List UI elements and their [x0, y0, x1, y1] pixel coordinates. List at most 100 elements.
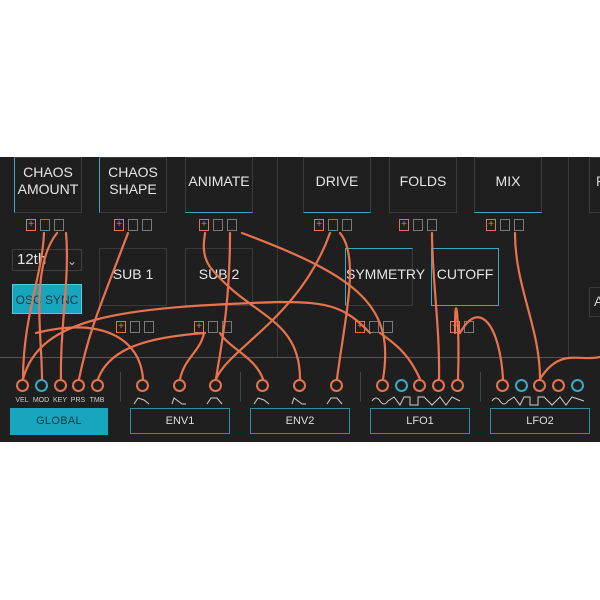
knob-chaos-amount[interactable]: CHAOS AMOUNT: [14, 157, 82, 213]
jack-key[interactable]: [54, 379, 67, 392]
knob-chaos-shape[interactable]: CHAOS SHAPE: [99, 157, 167, 213]
knob-label: CHAOS: [23, 164, 73, 180]
knob-partial-edge[interactable]: A: [589, 287, 600, 317]
mod-slot[interactable]: [342, 219, 352, 231]
mod-slot-add[interactable]: +: [486, 219, 496, 231]
cable-overlay: [21, 231, 600, 406]
env-shape-icon: [206, 397, 223, 405]
jack-env1-b[interactable]: [173, 379, 186, 392]
section-divider: [568, 157, 569, 357]
jack-lfo2-c[interactable]: [533, 379, 546, 392]
dropdown-value: 12th: [17, 251, 47, 268]
jack-lfo1-d[interactable]: [432, 379, 445, 392]
group-divider: [120, 372, 121, 402]
knob-label: ANIMATE: [188, 173, 250, 189]
jack-lfo1-e[interactable]: [451, 379, 464, 392]
knob-label: MIX: [495, 173, 521, 189]
jack-vel[interactable]: [16, 379, 29, 392]
mod-slot[interactable]: [144, 321, 154, 333]
knob-drive[interactable]: DRIVE: [303, 157, 371, 213]
mod-slot[interactable]: [213, 219, 223, 231]
section-divider: [277, 157, 278, 357]
jack-env2-b[interactable]: [293, 379, 306, 392]
knob-label: DRIVE: [315, 173, 359, 189]
jack-mod[interactable]: [35, 379, 48, 392]
edge-label: F: [596, 173, 600, 189]
global-button[interactable]: GLOBAL: [10, 408, 108, 435]
knob-label: SHAPE: [109, 181, 157, 197]
jack-env1-a[interactable]: [136, 379, 149, 392]
mod-slot-add[interactable]: +: [399, 219, 409, 231]
jack-lfo1-b[interactable]: [395, 379, 408, 392]
jack-env2-a[interactable]: [256, 379, 269, 392]
jack-env2-c[interactable]: [330, 379, 343, 392]
group-env1[interactable]: ENV1: [130, 408, 230, 434]
knob-label: CUTOFF: [436, 266, 494, 282]
knob-animate[interactable]: ANIMATE: [185, 157, 253, 213]
knob-mix[interactable]: MIX: [474, 157, 542, 213]
mod-slot-add[interactable]: +: [314, 219, 324, 231]
mod-slot-add[interactable]: +: [199, 219, 209, 231]
knob-label: SYMMETRY: [346, 266, 426, 282]
jack-tmb[interactable]: [91, 379, 104, 392]
group-divider: [360, 372, 361, 402]
mod-slot[interactable]: [514, 219, 524, 231]
jack-label: KEY: [52, 397, 67, 404]
knob-sub1[interactable]: SUB 1: [99, 248, 167, 306]
jack-label: MOD: [32, 397, 50, 404]
knob-label: AMOUNT: [17, 181, 79, 197]
jack-lfo1-c[interactable]: [413, 379, 426, 392]
jack-lfo2-a[interactable]: [496, 379, 509, 392]
lfo-wave-icon: [371, 396, 461, 406]
jack-row-divider: [0, 357, 600, 358]
osc-sync-button[interactable]: OSC SYNC: [12, 284, 82, 314]
knob-label: FOLDS: [399, 173, 447, 189]
knob-cutoff[interactable]: CUTOFF: [431, 248, 499, 306]
mod-slot[interactable]: [500, 219, 510, 231]
knob-label: CHAOS: [108, 164, 158, 180]
mod-slot[interactable]: [383, 321, 393, 333]
edge-label: A: [594, 293, 600, 309]
env-shape-icon: [171, 397, 186, 405]
env-shape-icon: [291, 397, 306, 405]
jack-env1-c[interactable]: [209, 379, 222, 392]
group-env2[interactable]: ENV2: [250, 408, 350, 434]
mod-slot-add[interactable]: +: [26, 219, 36, 231]
knob-label: SUB 1: [112, 266, 154, 282]
mod-slot[interactable]: [208, 321, 218, 333]
group-divider: [240, 372, 241, 402]
env-shape-icon: [133, 397, 150, 405]
group-divider: [480, 372, 481, 402]
knob-partial-edge[interactable]: F: [589, 157, 600, 213]
mod-slot[interactable]: [54, 219, 64, 231]
mod-slot-add[interactable]: +: [116, 321, 126, 333]
env-shape-icon: [326, 397, 343, 405]
knob-symmetry[interactable]: SYMMETRY: [345, 248, 426, 306]
synth-panel: CHAOS AMOUNT CHAOS SHAPE ANIMATE DRIVE F…: [0, 157, 600, 442]
group-lfo1[interactable]: LFO1: [370, 408, 470, 434]
mod-slot[interactable]: [413, 219, 423, 231]
jack-label: VEL: [15, 397, 29, 404]
jack-lfo2-d[interactable]: [552, 379, 565, 392]
mod-slot[interactable]: [369, 321, 379, 333]
knob-folds[interactable]: FOLDS: [389, 157, 457, 213]
env-shape-icon: [253, 397, 270, 405]
chevron-down-icon: ⌄: [66, 254, 77, 268]
mod-slot[interactable]: [328, 219, 338, 231]
lfo-wave-icon: [491, 396, 585, 406]
mod-slot[interactable]: [227, 219, 237, 231]
jack-label: PRS: [70, 397, 86, 404]
jack-prs[interactable]: [72, 379, 85, 392]
mod-slot[interactable]: [427, 219, 437, 231]
jack-lfo2-b[interactable]: [515, 379, 528, 392]
jack-lfo1-a[interactable]: [376, 379, 389, 392]
mod-slot-add[interactable]: +: [114, 219, 124, 231]
mod-slot[interactable]: [130, 321, 140, 333]
mod-slot[interactable]: [128, 219, 138, 231]
mod-slot[interactable]: [222, 321, 232, 333]
group-lfo2[interactable]: LFO2: [490, 408, 590, 434]
mod-slot[interactable]: [40, 219, 50, 231]
jack-label: TMB: [89, 397, 105, 404]
mod-slot[interactable]: [142, 219, 152, 231]
jack-lfo2-e[interactable]: [571, 379, 584, 392]
